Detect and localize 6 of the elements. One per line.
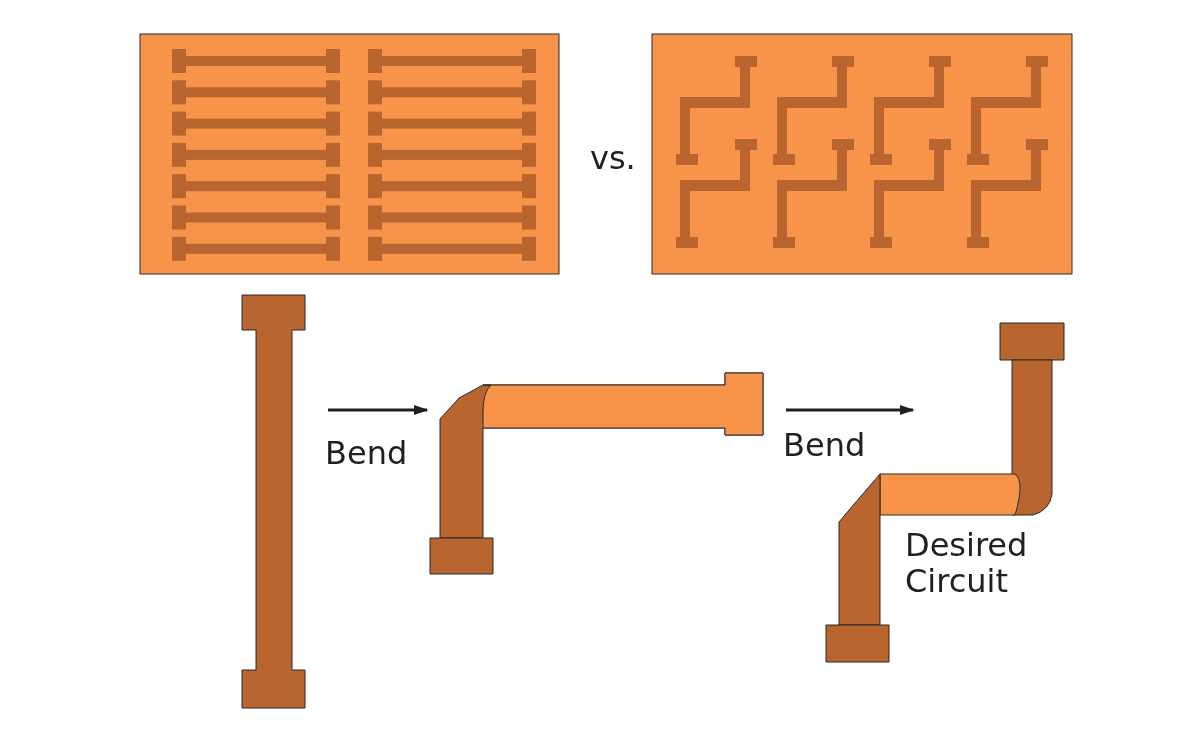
edge-label: Bend <box>325 435 408 471</box>
comparison-text: vs. <box>590 140 636 176</box>
edge-label: Bend <box>783 427 866 463</box>
arrow <box>328 404 429 416</box>
circuit-label: Desired Circuit <box>905 527 1029 599</box>
arrow <box>786 404 915 416</box>
